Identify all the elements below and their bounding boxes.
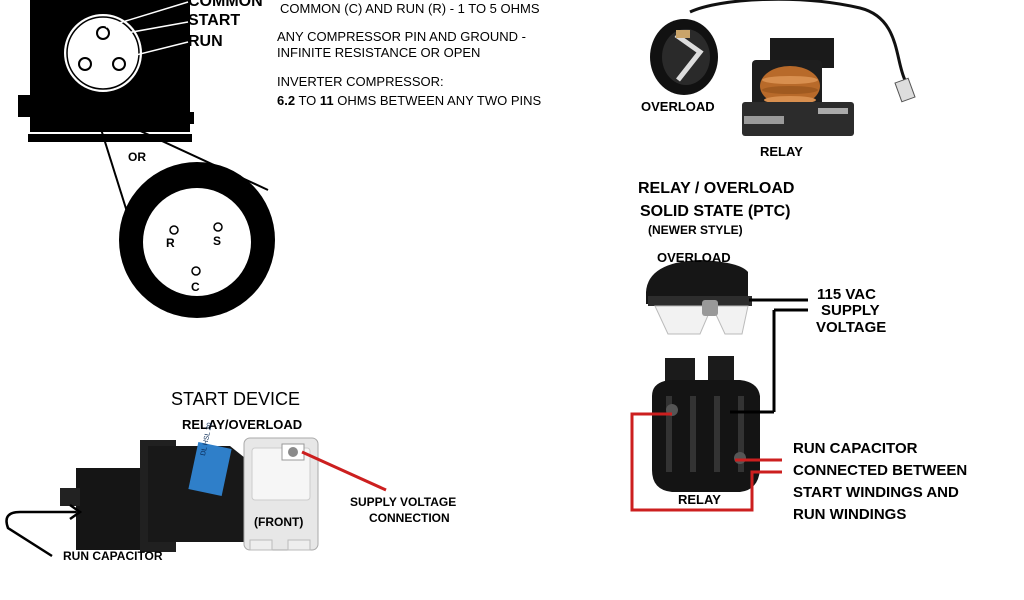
- run-capacitor-label: RUN CAPACITOR: [63, 549, 163, 563]
- pin-label-run: RUN: [188, 33, 223, 50]
- pin-label-start: START: [188, 12, 241, 29]
- ptc-title-3: (NEWER STYLE): [648, 223, 743, 237]
- supply-voltage-label-2: CONNECTION: [369, 511, 450, 525]
- zoom-cone: [94, 109, 275, 318]
- spec-inverter-max: 11: [319, 93, 334, 108]
- ptc-run-cap-4: RUN WINDINGS: [793, 506, 907, 523]
- spec-inverter-to: TO: [295, 93, 320, 108]
- round-pin-r: R: [166, 236, 175, 250]
- spec-ground-line-2: INFINITE RESISTANCE OR OPEN: [277, 45, 481, 60]
- or-label: OR: [128, 150, 146, 164]
- pin-common: [96, 26, 110, 40]
- ptc-supply-label-1: 115 VAC: [817, 286, 876, 303]
- spec-inverter-values: 6.2 TO 11 OHMS BETWEEN ANY TWO PINS: [277, 94, 541, 107]
- ptc-supply-wires: [730, 298, 808, 414]
- overload-label-top: OVERLOAD: [641, 99, 715, 114]
- ptc-run-cap-3: START WINDINGS AND: [793, 484, 959, 501]
- ptc-run-capacitor-wires: [630, 412, 782, 512]
- ptc-device: [646, 260, 760, 492]
- spec-common-run: COMMON (C) AND RUN (R) - 1 TO 5 OHMS: [280, 1, 540, 16]
- ptc-supply-label-2: SUPPLY: [821, 302, 880, 319]
- ptc-run-cap-2: CONNECTED BETWEEN: [793, 462, 968, 479]
- ptc-supply-label-3: VOLTAGE: [816, 319, 887, 336]
- pin-start: [78, 57, 92, 71]
- ptc-title-2: SOLID STATE (PTC): [640, 203, 791, 220]
- ptc-run-cap-1: RUN CAPACITOR: [793, 440, 918, 457]
- spec-ground-line-1: ANY COMPRESSOR PIN AND GROUND -: [277, 29, 526, 44]
- spec-inverter-title: INVERTER COMPRESSOR:: [277, 74, 444, 89]
- terminal-plate: [62, 12, 144, 94]
- spec-inverter-min: 6.2: [277, 93, 296, 108]
- overload-relay-photo: [650, 0, 916, 136]
- start-device-title: START DEVICE: [171, 389, 301, 409]
- pin-run: [112, 57, 126, 71]
- ptc-overload-label: OVERLOAD: [657, 250, 731, 265]
- supply-voltage-label-1: SUPPLY VOLTAGE: [350, 495, 457, 509]
- spec-inverter-unit: OHMS BETWEEN ANY TWO PINS: [333, 93, 542, 108]
- ptc-relay-label: RELAY: [678, 492, 721, 507]
- start-device-photo: [5, 437, 387, 558]
- round-pin-c: C: [191, 280, 200, 294]
- relay-label-top: RELAY: [760, 144, 803, 159]
- round-pin-s: S: [213, 234, 222, 248]
- compressor-body: [18, 0, 194, 142]
- pin-label-common: COMMON: [188, 0, 263, 10]
- start-device-subtitle: RELAY/OVERLOAD: [182, 417, 303, 432]
- ptc-title-1: RELAY / OVERLOAD: [638, 180, 795, 197]
- front-label: (FRONT): [254, 515, 304, 529]
